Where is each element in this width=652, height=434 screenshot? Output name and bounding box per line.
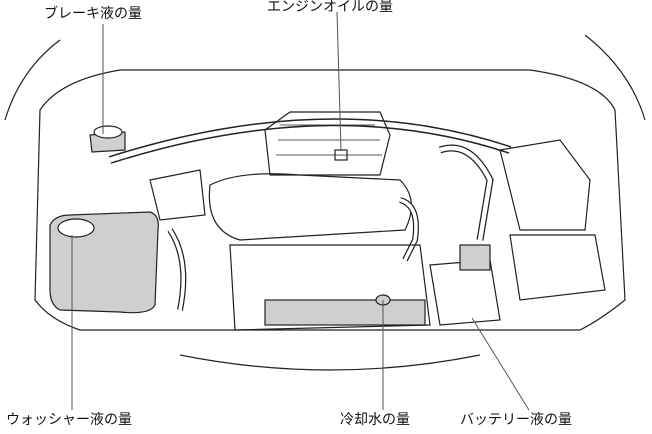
battery	[229, 244, 431, 331]
label-washer-fluid: ウォッシャー液の量	[6, 412, 132, 428]
right-fender-outline	[584, 34, 646, 121]
bumper-curve	[179, 354, 481, 371]
abs-top	[459, 244, 491, 271]
brake-cap	[93, 125, 123, 139]
engine-head	[264, 111, 391, 176]
label-brake-fluid: ブレーキ液の量	[44, 6, 142, 22]
battery-fill	[264, 299, 426, 326]
intake	[208, 173, 412, 241]
left-fender-outline	[4, 39, 61, 121]
leader-lines	[71, 11, 530, 411]
washer-cap	[57, 218, 95, 238]
bay-outline	[34, 69, 626, 331]
label-engine-oil: エンジンオイルの量	[267, 0, 393, 15]
label-coolant: 冷却水の量	[340, 412, 410, 428]
air-box	[499, 139, 591, 231]
fuse-box	[509, 234, 606, 301]
label-battery-fluid: バッテリー液の量	[460, 412, 572, 428]
